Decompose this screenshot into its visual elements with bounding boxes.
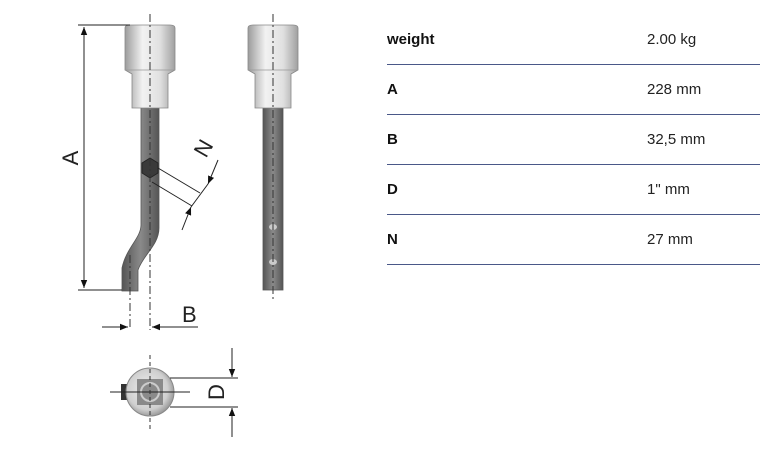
dimension-b: B [102, 302, 198, 331]
spec-value: 1" mm [647, 181, 690, 198]
spec-row-a: A 228 mm [387, 65, 760, 115]
dimension-label-d: D [204, 384, 229, 400]
spec-value: 32,5 mm [647, 131, 706, 148]
spec-key: A [387, 81, 398, 98]
spec-key: B [387, 131, 398, 148]
dimension-label-n: N [189, 135, 219, 161]
spec-value: 228 mm [647, 81, 702, 98]
spec-value: 2.00 kg [647, 31, 697, 48]
spec-key: D [387, 181, 398, 198]
spec-row-d: D 1" mm [387, 165, 760, 215]
dimension-label-b: B [182, 302, 197, 327]
technical-drawing: A N B D [58, 14, 299, 437]
side-view [247, 14, 299, 300]
spec-table: weight 2.00 kg A 228 mm B 32,5 mm D 1" m… [387, 15, 760, 265]
spec-row-weight: weight 2.00 kg [387, 15, 760, 65]
spec-row-b: B 32,5 mm [387, 115, 760, 165]
dimension-n: N [151, 135, 219, 231]
dimension-label-a: A [58, 150, 83, 165]
spec-key: N [387, 231, 398, 248]
spec-row-n: N 27 mm [387, 215, 760, 265]
end-view: D [110, 348, 238, 437]
dimension-a: A [58, 24, 130, 291]
offset-shaft [121, 107, 160, 292]
spec-value: 27 mm [647, 231, 693, 248]
front-view [121, 14, 176, 330]
spec-key: weight [387, 31, 435, 48]
